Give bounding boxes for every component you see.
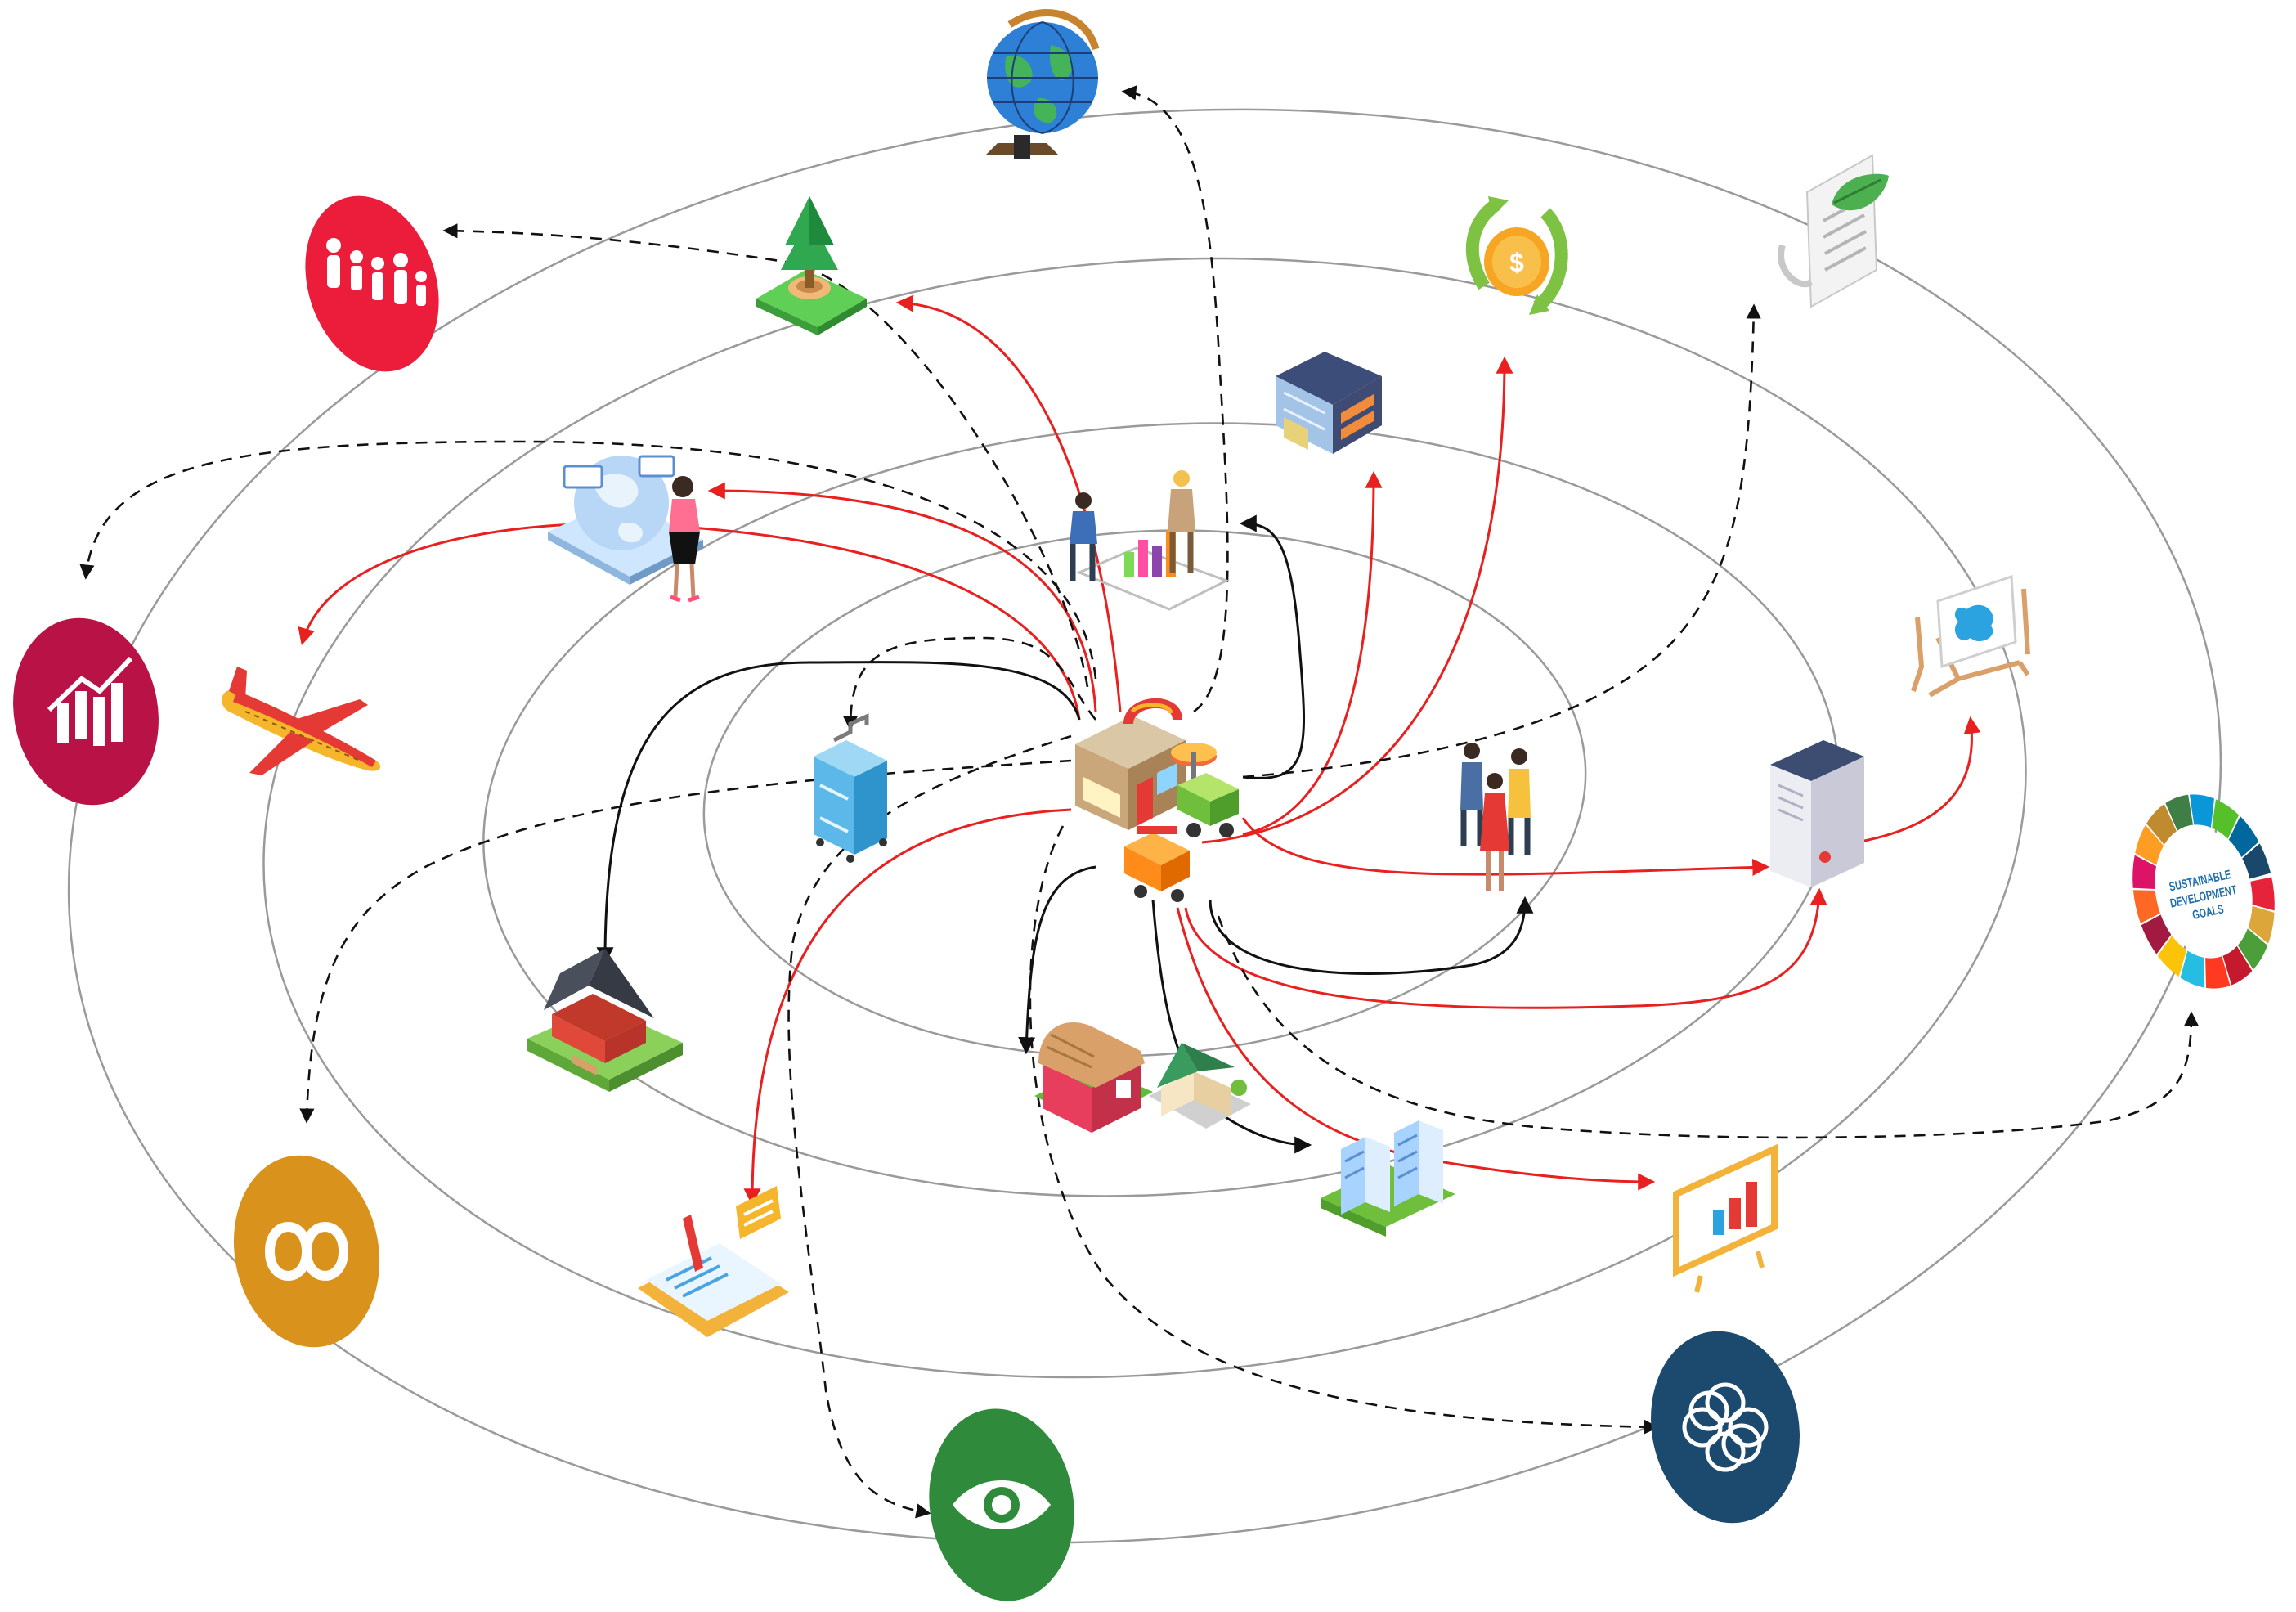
red-link-to-building xyxy=(1242,470,1383,836)
orbit-1 xyxy=(702,529,1587,1057)
red-link-to-tree xyxy=(895,294,1122,712)
sdg-eye[interactable] xyxy=(917,1399,1086,1610)
red-links xyxy=(298,294,1981,1206)
dashed-link-to-document xyxy=(1242,303,1761,779)
store-icon[interactable] xyxy=(1075,698,1186,830)
food-cart-icon[interactable] xyxy=(1124,743,1239,902)
black-link-to-analysts xyxy=(1239,514,1306,779)
dashed-link-to-growth xyxy=(79,440,1097,680)
people-group-icon[interactable] xyxy=(1460,743,1531,891)
dashed-link-to-eye xyxy=(787,734,1072,1519)
presenter-globe-icon[interactable] xyxy=(548,455,703,603)
black-link-to-barn xyxy=(1018,865,1096,1055)
eye-globe-icon xyxy=(953,1480,1051,1529)
analysts-icon[interactable] xyxy=(1070,470,1230,611)
svg-text:$: $ xyxy=(1509,248,1524,277)
document-leaf-icon[interactable] xyxy=(1778,154,1889,308)
red-link-to-door-low xyxy=(1184,887,1827,1009)
red-link-to-door xyxy=(1241,817,1770,876)
building-icon[interactable] xyxy=(1276,352,1382,454)
black-link-to-house xyxy=(596,661,1081,965)
office-towers-icon[interactable] xyxy=(1321,1120,1455,1237)
dashed-link-to-luggage xyxy=(842,636,1097,731)
house-icon[interactable] xyxy=(527,949,683,1092)
barn-icon[interactable] xyxy=(1034,1022,1153,1133)
dashed-link-to-infinity xyxy=(299,759,1072,1124)
door-panel-icon[interactable] xyxy=(1770,740,1864,887)
family-icon xyxy=(326,238,427,306)
globe-icon[interactable] xyxy=(985,9,1100,159)
sdg-wheel-icon[interactable]: SUSTAINABLE DEVELOPMENT GOALS xyxy=(2129,794,2278,989)
red-link-to-presenter xyxy=(707,482,1097,712)
coin-cycle-icon[interactable]: $ xyxy=(1465,196,1568,315)
notebook-icon[interactable] xyxy=(638,1186,789,1337)
orbit-3 xyxy=(262,257,2027,1379)
flower-icon xyxy=(1682,1382,1769,1472)
red-link-to-coin xyxy=(1201,356,1513,844)
dashed-links xyxy=(79,85,2200,1519)
paint-easel-icon[interactable] xyxy=(1911,574,2030,698)
airplane-icon[interactable] xyxy=(222,667,381,775)
cottage-icon[interactable] xyxy=(1149,1043,1251,1129)
dashed-link-to-flower xyxy=(1029,825,1659,1435)
sdg-family[interactable] xyxy=(284,178,460,388)
infinity-icon xyxy=(264,1222,349,1281)
sdg-flower[interactable] xyxy=(1636,1319,1814,1535)
chart-board-icon[interactable] xyxy=(1673,1143,1778,1293)
red-link-door-easel xyxy=(1855,716,1981,844)
sdg-growth[interactable] xyxy=(0,606,173,816)
growth-chart-icon xyxy=(47,656,133,746)
black-link-to-people xyxy=(1209,896,1534,975)
dashed-link-to-sdg-wheel xyxy=(1217,915,2200,1139)
red-link-to-notebook xyxy=(743,808,1072,1206)
luggage-icon[interactable] xyxy=(814,713,887,863)
tree-icon[interactable] xyxy=(756,196,867,335)
sdg-infinity[interactable] xyxy=(219,1144,394,1359)
dashed-link-to-globe xyxy=(1121,85,1229,713)
